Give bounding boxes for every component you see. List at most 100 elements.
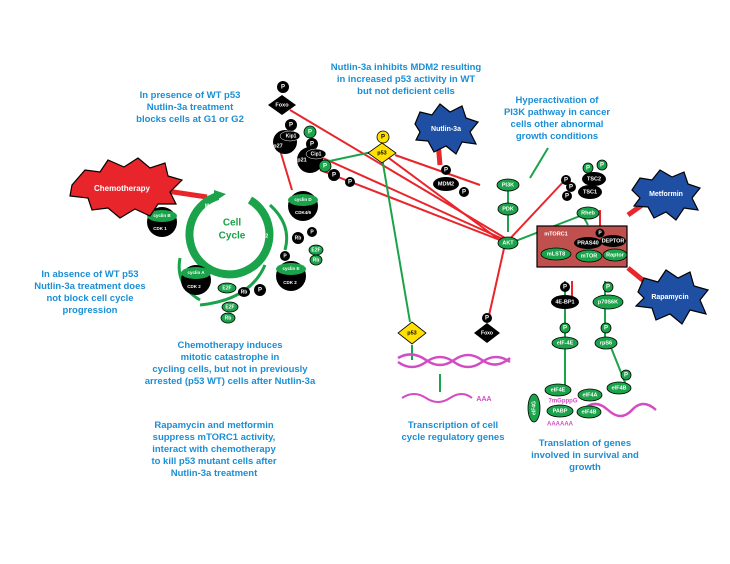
caption-line: blocks cells at G1 or G2 xyxy=(136,114,244,125)
caption-wt-p53-blocks: In presence of WT p53 Nutlin-3a treatmen… xyxy=(136,90,244,125)
p70s6k-label: p70S6K xyxy=(598,299,618,305)
rps6-label: rpS6 xyxy=(600,340,612,346)
mdm2-label: MDM2 xyxy=(438,181,454,187)
caption-line: Transcription of cell xyxy=(408,420,498,431)
cdk2-label-a: CDK 2 xyxy=(187,284,201,289)
translation-branch: P 4E-BP1 P p70S6K P eIF-4E P rpS6 P xyxy=(551,281,632,381)
cell-cycle-title-2: Cycle xyxy=(219,231,246,242)
p53-dna-label: p53 xyxy=(407,330,416,336)
kip1-label: Kip1 xyxy=(286,133,297,139)
p-label-kip-green: P xyxy=(308,130,312,136)
caption-line: Translation of genes xyxy=(539,438,631,449)
e2f-label-2: E2F xyxy=(225,304,234,310)
eif4e-label: eIF-4E xyxy=(557,340,574,346)
p-label-rps6: P xyxy=(604,326,608,332)
caption-line: mitotic catastrophe in xyxy=(181,352,280,363)
rb-label-4: Rb xyxy=(313,257,320,263)
p-label-eif4e: P xyxy=(563,326,567,332)
chemotherapy-label: Chemotherapy xyxy=(94,184,151,193)
p-label-tsc-2: P xyxy=(569,185,573,191)
rb-label-2: Rb xyxy=(225,315,232,321)
akt-label: AKT xyxy=(502,240,514,246)
caption-line: Nutlin-3a treatment does xyxy=(34,281,145,292)
metformin-burst: Metformin xyxy=(631,169,702,221)
phase-g1-label: G1 xyxy=(200,235,207,241)
rb-label-3: Rb xyxy=(295,235,302,241)
foxo-dna-label: Foxo xyxy=(481,330,493,336)
caption-line: growth xyxy=(569,462,601,473)
phase-s-label: S xyxy=(203,255,207,261)
transcription-zone: p53 P Foxo AAA xyxy=(397,313,511,403)
cyclin-a-label: cyclin A xyxy=(187,270,205,275)
p-label-tsc-g2: P xyxy=(600,163,604,169)
p-label-mdm2-top: P xyxy=(444,168,448,174)
caption-line: but not deficient cells xyxy=(357,86,455,97)
p-label-cc3: P xyxy=(283,253,287,259)
p-label-cc1: P xyxy=(258,288,262,294)
p27-label: p27 xyxy=(273,143,282,149)
eif4b-label-bottom: eIF4B xyxy=(582,409,597,415)
cyclin-d-label: cyclin D xyxy=(294,197,312,202)
caption-line: Nutlin-3a treatment xyxy=(171,468,258,479)
deptor-label: DEPTOR xyxy=(602,238,625,244)
caption-line: Chemotherapy induces xyxy=(177,340,282,351)
caption-line: In presence of WT p53 xyxy=(140,90,241,101)
cip1-label: Cip1 xyxy=(311,151,322,157)
mdm2-node: P MDM2 P xyxy=(433,165,469,197)
p-label-kip-black: P xyxy=(310,142,314,148)
p53-node: P p53 P xyxy=(345,130,397,187)
p-label-p53-b: P xyxy=(348,180,352,186)
cyclin-b-label: cyclin B xyxy=(153,213,171,218)
4ebp1-label: 4E-BP1 xyxy=(555,299,574,305)
mlst8-label: mLST8 xyxy=(547,251,565,257)
caption-line: cycling cells, but not in previously xyxy=(152,364,308,375)
cyclin-e-label: cyclin E xyxy=(282,266,299,271)
polya-label: AAAAAA xyxy=(547,422,574,428)
e2f-label-3: E2F xyxy=(311,247,320,253)
foxo-p27-p21-cluster: P Foxo P Kip1 p27 P P Cip1 p21 P P xyxy=(268,81,340,181)
caption-line: Rapamycin and metformin xyxy=(154,420,273,431)
caption-line: involved in survival and xyxy=(531,450,639,461)
p53-label: p53 xyxy=(377,150,386,156)
caption-line: Hyperactivation of xyxy=(516,95,600,106)
pabp-label: PABP xyxy=(553,408,568,414)
mtorc1-label: mTORC1 xyxy=(544,231,567,237)
eif4g-label: eIF4G xyxy=(531,401,537,415)
tsc1-label: TSC1 xyxy=(583,189,597,195)
p-label-kip-top: P xyxy=(289,123,293,129)
nutlin-burst: Nutlin-3a xyxy=(414,103,480,155)
cdk2-label-e: CDK 2 xyxy=(283,280,297,285)
caption-line: in increased p53 activity in WT xyxy=(337,74,476,85)
cdk1-label: CDK 1 xyxy=(153,226,167,231)
caption-line: suppress mTORC1 activity, xyxy=(153,432,276,443)
caption-line: to kill p53 mutant cells after xyxy=(151,456,276,467)
p-label-pras40: P xyxy=(598,230,602,236)
caption-line: Nutlin-3a treatment xyxy=(147,102,234,113)
cdk46-label: CDK4/6 xyxy=(295,210,312,215)
nutlin-label: Nutlin-3a xyxy=(431,126,461,133)
eif4b-label-top: eIF4B xyxy=(612,385,627,391)
mtorc1-complex: mTORC1 P PRAS40 DEPTOR mLST8 mTOR Raptor xyxy=(536,225,628,268)
rapamycin-burst: Rapamycin xyxy=(634,269,710,325)
p-label-p70: P xyxy=(606,285,610,291)
cyclin-a-cdk2-complex: cyclin A CDK 2 xyxy=(181,265,211,295)
p-label-foxo-dna: P xyxy=(485,316,489,322)
cyclin-e-cdk2-complex: cyclin E CDK 2 xyxy=(276,261,306,291)
raptor-label: Raptor xyxy=(606,252,625,258)
p-label-eif4b: P xyxy=(624,373,628,379)
metformin-label: Metformin xyxy=(649,191,683,198)
eif4a-label: eIF4A xyxy=(583,392,598,398)
pi3k-label: PI3K xyxy=(502,182,514,188)
caption-line: Nutlin-3a inhibits MDM2 resulting xyxy=(331,62,482,73)
caption-line: In absence of WT p53 xyxy=(41,269,138,280)
phase-g2-label: G2 xyxy=(262,233,269,239)
e2f-label-1: E2F xyxy=(222,285,231,291)
caption-nutlin-inhibits: Nutlin-3a inhibits MDM2 resulting in inc… xyxy=(331,62,482,97)
cyclin-d-cdk46-complex: cyclin D CDK4/6 xyxy=(288,191,318,221)
mtor-label: mTOR xyxy=(581,253,597,259)
p-label-cc2: P xyxy=(310,229,314,235)
p-label-mdm2-b: P xyxy=(462,190,466,196)
caption-line: cells other abnormal xyxy=(511,119,604,130)
rb-label-1: Rb xyxy=(241,289,248,295)
